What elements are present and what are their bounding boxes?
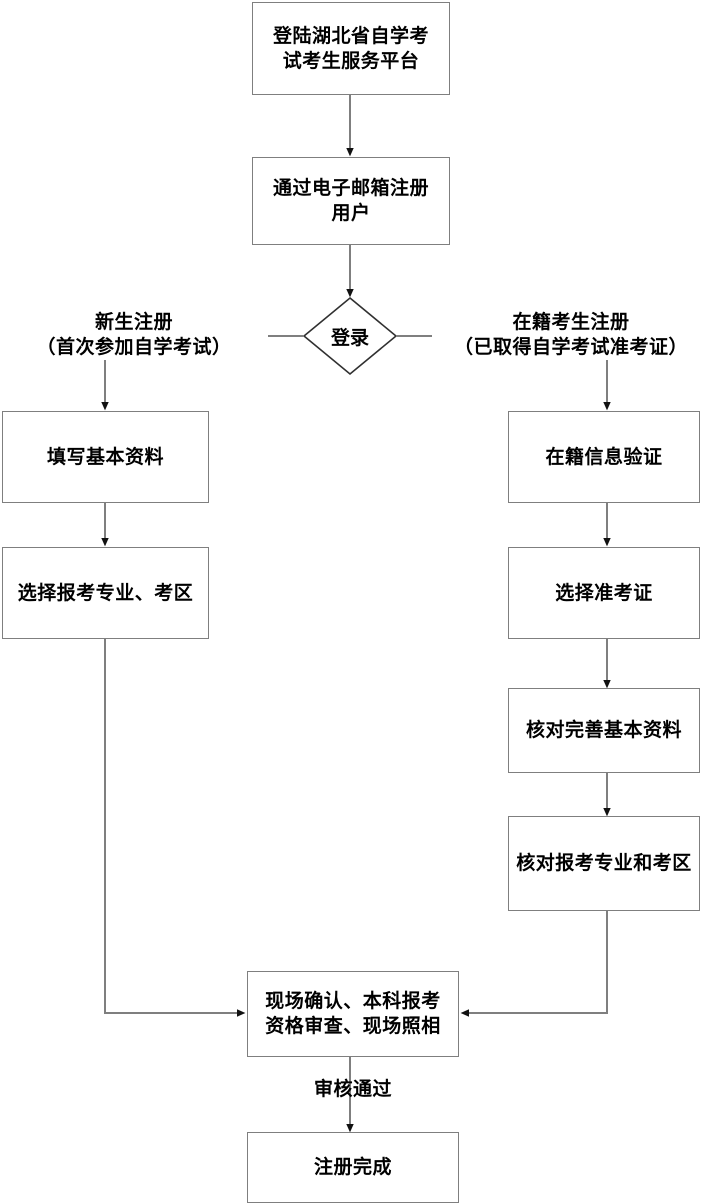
node-verify-enrolled-info[interactable]: 在籍信息验证	[508, 411, 700, 503]
node-register-done-label: 注册完成	[313, 1156, 392, 1179]
edge-label-new-student: 新生注册 （首次参加自学考试）	[36, 311, 232, 359]
edge-checkmajor-to-onsite	[460, 910, 608, 1017]
node-choose-admission-ticket[interactable]: 选择准考证	[508, 547, 700, 639]
edge-major-to-onsite	[104, 638, 246, 1017]
edge-label-enrolled-student: 在籍考生注册 （已取得自学考试准考证）	[453, 311, 688, 359]
node-onsite-confirm[interactable]: 现场确认、本科报考 资格审查、现场照相	[247, 971, 459, 1057]
node-register-email[interactable]: 通过电子邮箱注册 用户	[252, 157, 450, 245]
node-check-basic-info[interactable]: 核对完善基本资料	[508, 688, 700, 773]
node-choose-major-area[interactable]: 选择报考专业、考区	[2, 547, 209, 639]
node-login-platform[interactable]: 登陆湖北省自学考 试考生服务平台	[252, 2, 450, 95]
node-choose-major-area-label: 选择报考专业、考区	[17, 581, 194, 604]
node-verify-enrolled-info-label: 在籍信息验证	[545, 445, 663, 468]
login-decision-diamond	[302, 296, 398, 376]
node-register-email-label: 通过电子邮箱注册 用户	[272, 177, 429, 224]
node-onsite-confirm-label: 现场确认、本科报考 资格审查、现场照相	[265, 990, 441, 1037]
node-register-done[interactable]: 注册完成	[247, 1132, 459, 1203]
node-login-platform-label: 登陆湖北省自学考 试考生服务平台	[272, 24, 429, 72]
node-check-major-area-label: 核对报考专业和考区	[516, 852, 692, 875]
node-fill-basic-info-label: 填写基本资料	[46, 445, 164, 468]
node-choose-admission-ticket-label: 选择准考证	[555, 581, 653, 604]
node-check-major-area[interactable]: 核对报考专业和考区	[508, 816, 700, 911]
edge-label-approved: 审核通过	[313, 1078, 392, 1100]
node-fill-basic-info[interactable]: 填写基本资料	[2, 411, 209, 503]
node-check-basic-info-label: 核对完善基本资料	[525, 719, 682, 742]
